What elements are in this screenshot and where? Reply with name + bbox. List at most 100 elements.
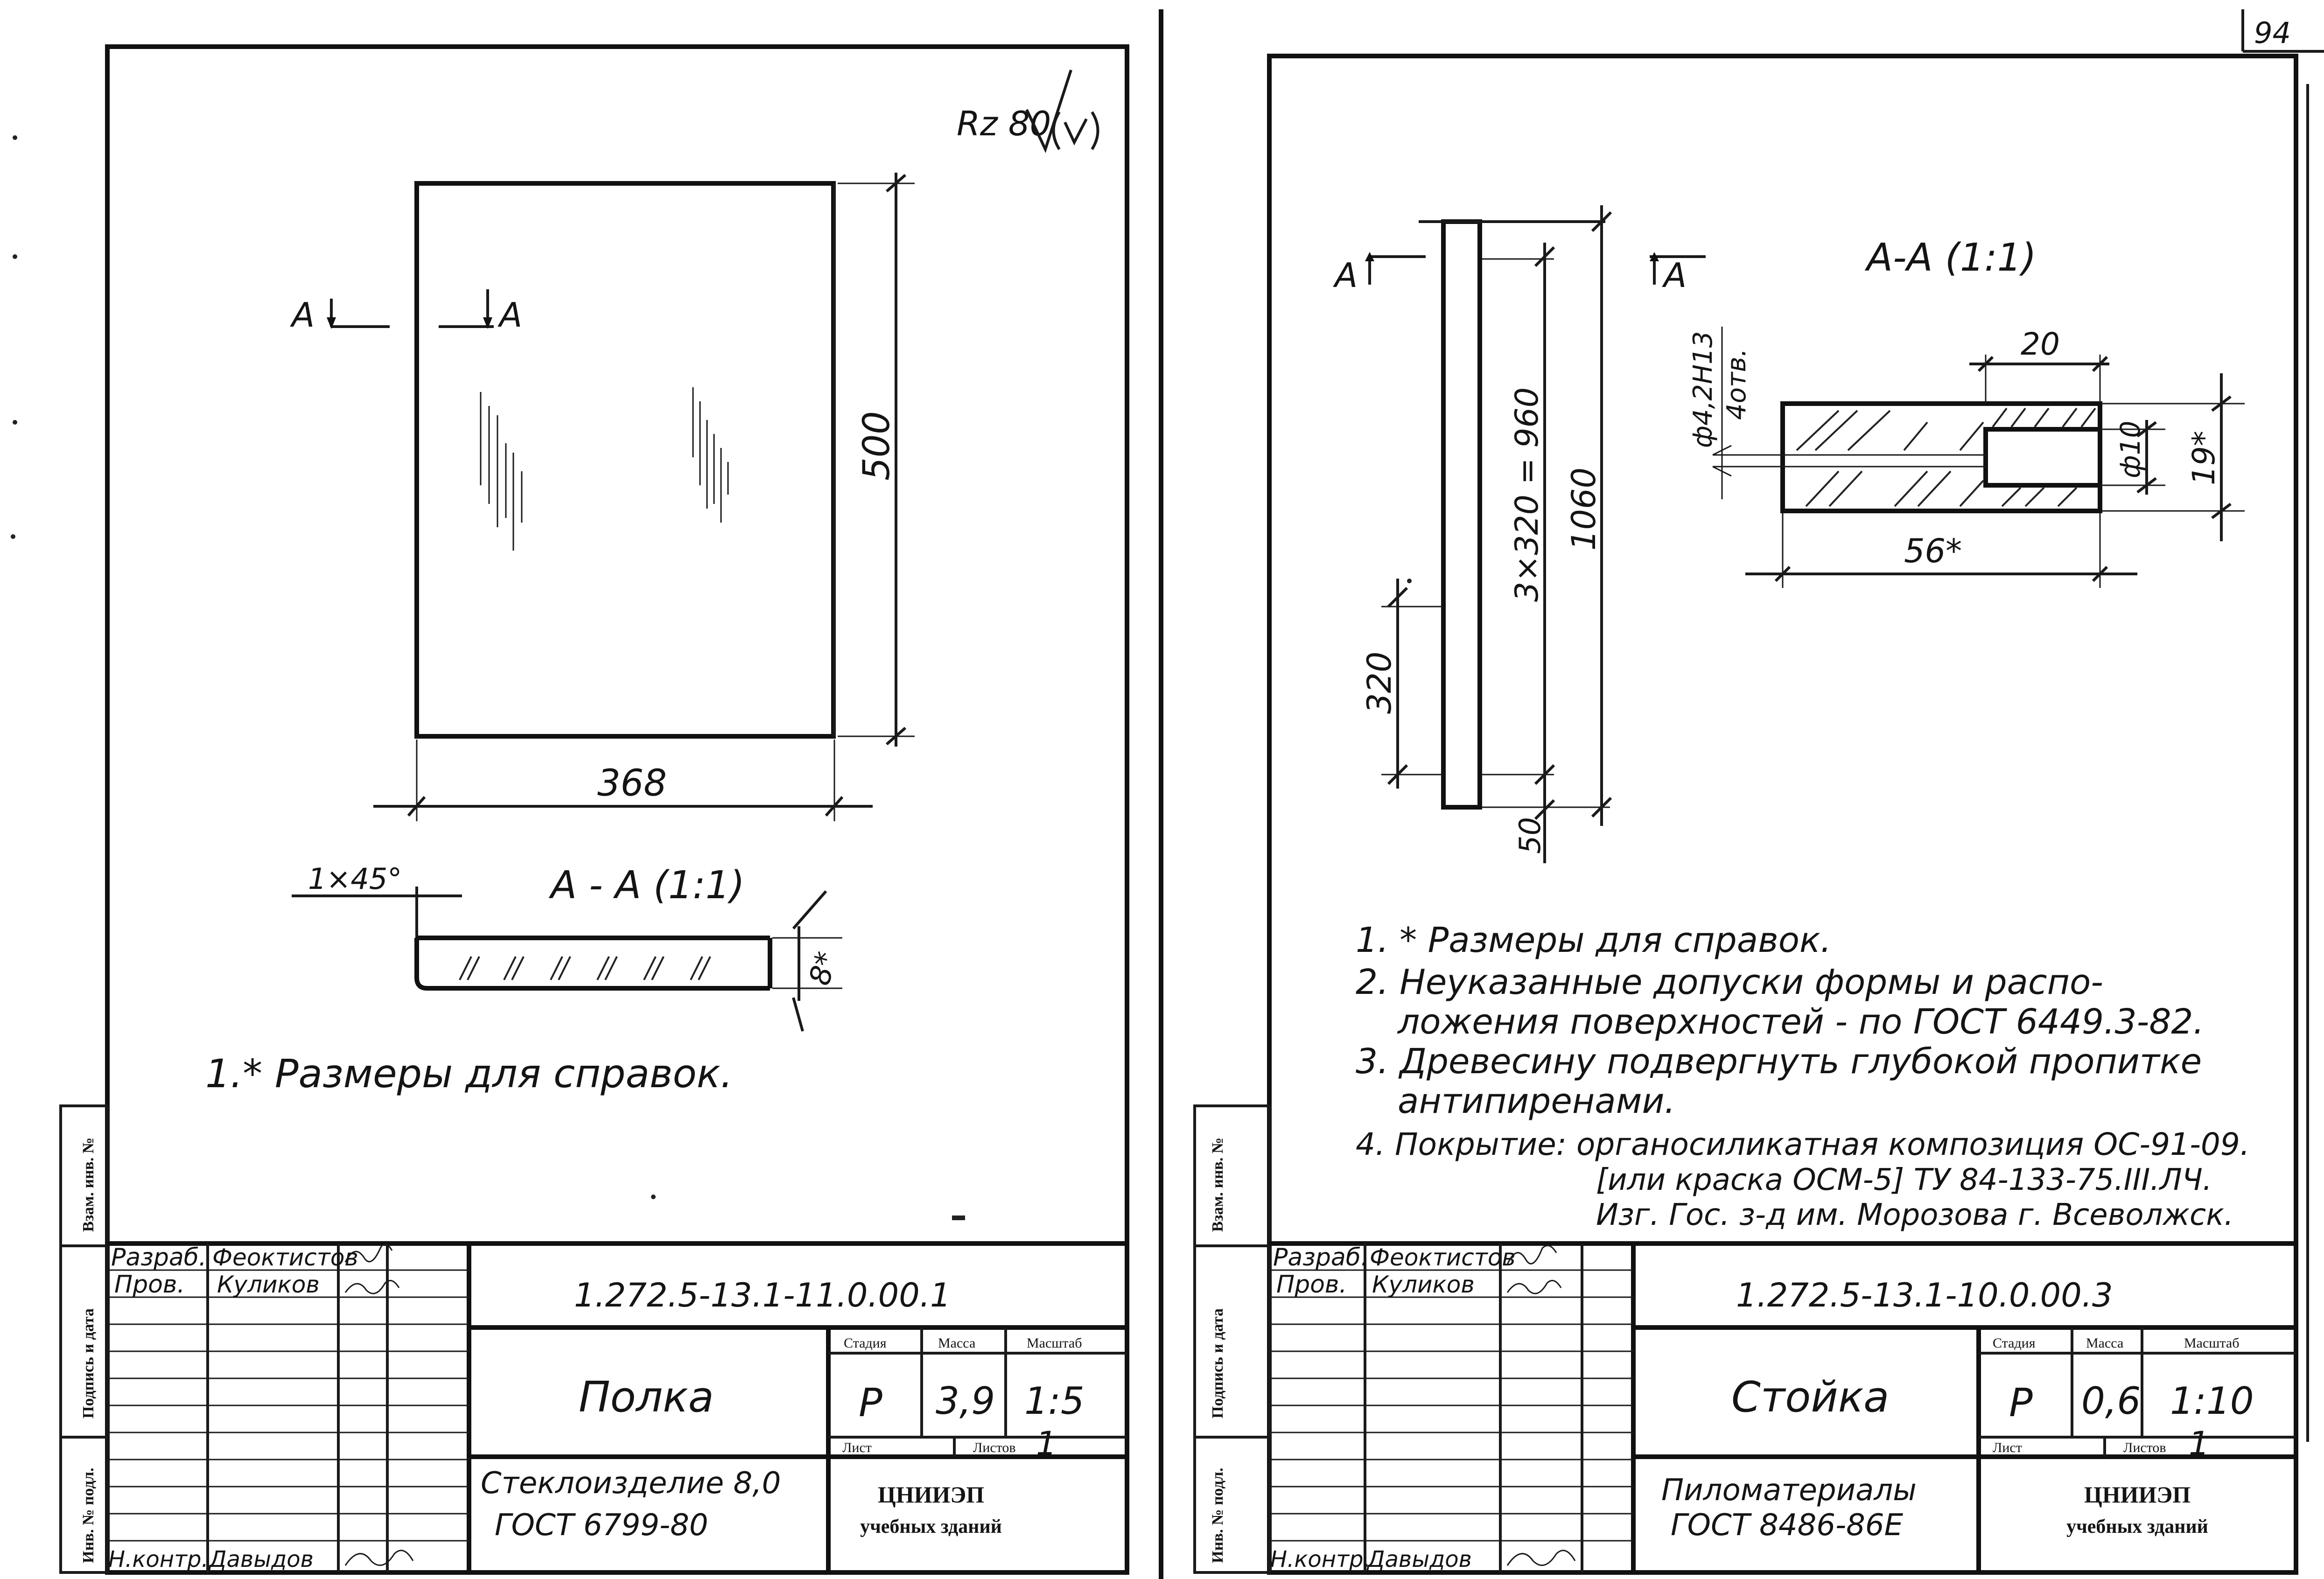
post-outline xyxy=(1441,219,1482,810)
left-stage-label: Стадия xyxy=(844,1335,887,1351)
right-org-line1: ЦНИИЭП xyxy=(2084,1481,2191,1508)
stray-dot-right xyxy=(1407,579,1412,583)
post-section-marks: A A xyxy=(1333,252,1706,295)
right-role-norm-control: Н.контр. xyxy=(1270,1546,1371,1572)
right-part-name: Стойка xyxy=(1731,1373,1889,1422)
left-sheet-frame xyxy=(105,44,1129,1575)
right-scale-value: 1:10 xyxy=(2170,1379,2254,1423)
post-section-mark-left: A xyxy=(1333,256,1358,295)
dim-height-label: 500 xyxy=(856,411,898,481)
dim-segment-label: 320 xyxy=(1360,651,1399,714)
left-signature-1 xyxy=(344,1243,393,1263)
right-role-checker: Пров. xyxy=(1276,1271,1347,1299)
right-mass-value: 0,6 xyxy=(2081,1379,2141,1423)
note-1: 1. * Размеры для справок. xyxy=(1356,920,1831,960)
dim-width: 368 xyxy=(373,740,873,821)
right-stamp-signature-date: Подпись и дата xyxy=(1209,1308,1226,1418)
left-mass-label: Масса xyxy=(938,1335,975,1351)
note-4a: 4. Покрытие: органосиликатная композиция… xyxy=(1356,1126,2250,1162)
right-signature-3 xyxy=(1506,1550,1576,1566)
left-org-line1: ЦНИИЭП xyxy=(878,1481,984,1508)
note-4c: Изг. Гос. з-д им. Морозова г. Всеволжск. xyxy=(1596,1198,2233,1232)
dim-section-length: 56* xyxy=(1745,513,2137,588)
right-sheet: Взам. инв. № Подпись и дата Инв. № подл.… xyxy=(1193,54,2309,1575)
right-org-line2: учебных зданий xyxy=(2066,1516,2208,1537)
left-name-developer: Феоктистов xyxy=(212,1244,358,1271)
note-2b: ложения поверхностей - по ГОСТ 6449.3-82… xyxy=(1397,1002,2204,1042)
note-4b: [или краска ОСМ-5] ТУ 84-133-75.III.ЛЧ. xyxy=(1596,1163,2212,1197)
left-mass-value: 3,9 xyxy=(936,1379,995,1423)
dim-hole-dia-label: ф4,2Н13 xyxy=(1688,331,1718,448)
note-3a: 3. Древесину подвергнуть глубокой пропит… xyxy=(1356,1041,2202,1082)
left-signature-2 xyxy=(344,1279,400,1294)
right-sheet-label: Лист xyxy=(1993,1440,2022,1455)
left-name-norm-control: Давыдов xyxy=(208,1546,314,1572)
right-sheet-frame xyxy=(1267,54,2298,1575)
left-stage-value: Р xyxy=(859,1380,882,1425)
dim-section-height: 19* xyxy=(2102,373,2245,541)
left-title-block: Разраб. Феоктистов Пров. Куликов Н.контр… xyxy=(107,1241,1127,1572)
left-sheets-value: 1 xyxy=(1036,1425,1057,1463)
left-material-line2: ГОСТ 6799-80 xyxy=(495,1508,708,1543)
dim-width-label: 368 xyxy=(597,762,667,804)
section-mark-a-left: A xyxy=(290,295,315,335)
left-stamp-original-inv: Инв. № подл. xyxy=(80,1468,97,1563)
right-stage-label: Стадия xyxy=(1993,1335,2036,1351)
dim-end-label: 50 xyxy=(1513,817,1547,854)
roughness-value: Rz 80 xyxy=(957,104,1051,143)
dim-thickness-label: 8* xyxy=(802,948,844,989)
dim-section-length-label: 56* xyxy=(1904,532,1962,570)
dim-depth: 20 xyxy=(1969,326,2109,404)
right-sheets-label: Листов xyxy=(2123,1440,2166,1455)
right-notes: 1. * Размеры для справок. 2. Неуказанные… xyxy=(1356,920,2250,1232)
right-side-stamp: Взам. инв. № Подпись и дата Инв. № подл. xyxy=(1193,1104,1271,1574)
dim-section-height-label: 19* xyxy=(2186,431,2222,485)
note-3b: антипиренами. xyxy=(1398,1081,1675,1121)
right-section-profile xyxy=(1713,401,2102,513)
left-section-title: A - A (1:1) xyxy=(548,863,745,908)
dim-thickness: 8* xyxy=(772,890,844,1032)
left-role-norm-control: Н.контр. xyxy=(108,1546,209,1572)
dim-total-length: 1060 xyxy=(1482,205,1612,826)
left-role-developer: Разраб. xyxy=(111,1244,206,1272)
right-material-line2: ГОСТ 8486-86Е xyxy=(1671,1508,1904,1543)
left-stamp-replace-inv: Взам. инв. № xyxy=(80,1138,97,1232)
stray-dot xyxy=(651,1195,656,1199)
right-signature-1 xyxy=(1506,1244,1557,1265)
left-material-line1: Стеклоизделие 8,0 xyxy=(481,1466,781,1501)
dim-inner-dia-label: ф10 xyxy=(2114,421,2146,478)
right-designation: 1.272.5-13.1-10.0.00.3 xyxy=(1736,1276,2113,1314)
stray-mark xyxy=(952,1216,965,1220)
page-number: 94 xyxy=(2254,16,2291,50)
shelf-outline xyxy=(414,181,836,739)
left-sheets-label: Листов xyxy=(973,1440,1016,1455)
glass-marks-left xyxy=(480,392,523,551)
left-side-stamp: Взам. инв. № Подпись и дата Инв. № подл. xyxy=(59,1104,109,1574)
right-stage-value: Р xyxy=(2009,1380,2033,1425)
left-note: 1.* Размеры для справок. xyxy=(205,1051,733,1097)
left-name-checker: Куликов xyxy=(217,1271,320,1298)
left-org-line2: учебных зданий xyxy=(860,1516,1002,1537)
dim-total-length-label: 1060 xyxy=(1565,468,1603,551)
right-stamp-replace-inv: Взам. инв. № xyxy=(1209,1138,1226,1232)
right-signature-2 xyxy=(1506,1279,1562,1294)
left-role-checker: Пров. xyxy=(114,1271,185,1299)
left-sheet: Взам. инв. № Подпись и дата Инв. № подл.… xyxy=(59,44,1129,1575)
left-scale-label: Масштаб xyxy=(1027,1335,1082,1351)
dim-pitch: 3×320 = 960 xyxy=(1482,243,1555,793)
left-stamp-signature-date: Подпись и дата xyxy=(80,1308,97,1418)
left-section-profile xyxy=(414,936,772,991)
glass-marks-right xyxy=(692,387,729,523)
right-sheets-value: 1 xyxy=(2189,1425,2210,1463)
right-title-block: Разраб. Феоктистов Пров. Куликов Н.контр… xyxy=(1269,1241,2296,1572)
right-material-line1: Пиломатериалы xyxy=(1661,1473,1917,1508)
left-part-name: Полка xyxy=(579,1373,714,1422)
roughness-mark: Rz 80 xyxy=(957,70,1099,154)
dim-hole: ф4,2Н13 4отв. xyxy=(1688,327,1752,499)
left-signature-3 xyxy=(344,1550,414,1566)
right-name-norm-control: Давыдов xyxy=(1366,1546,1472,1572)
right-scale-label: Масштаб xyxy=(2184,1335,2239,1351)
right-mass-label: Масса xyxy=(2086,1335,2123,1351)
left-scale-value: 1:5 xyxy=(1024,1379,1085,1423)
dim-chamfer-label: 1×45° xyxy=(308,862,402,896)
